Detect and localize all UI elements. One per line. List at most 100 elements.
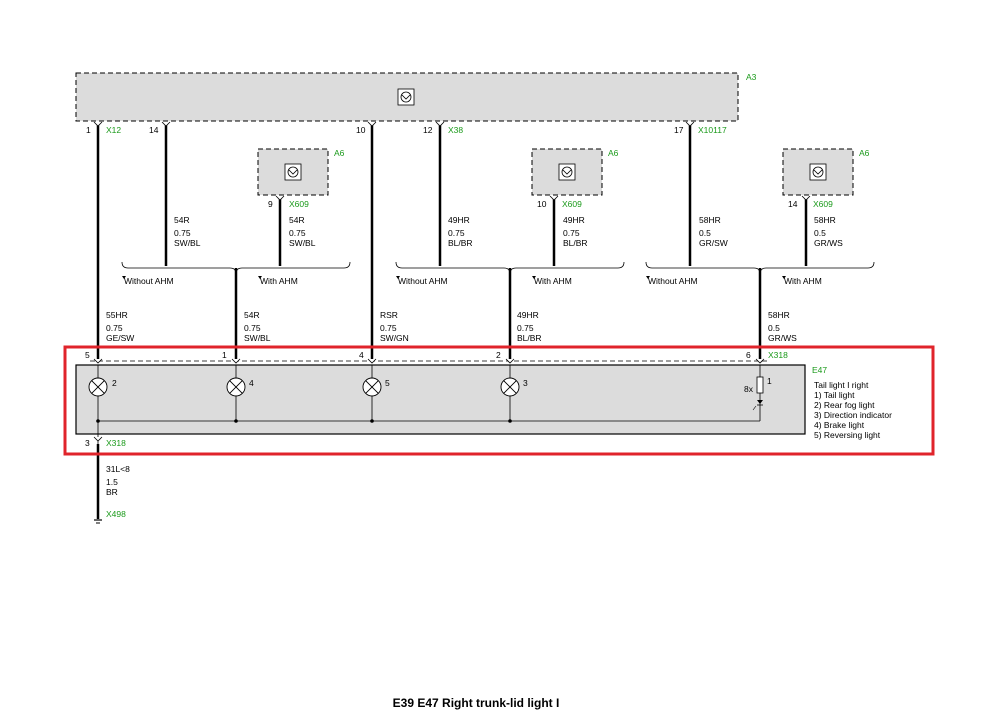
svg-text:58HR: 58HR [814, 215, 836, 225]
lamp-icon [88, 377, 108, 397]
a6-1-conn: X609 [289, 199, 309, 209]
e47-pin-4: 4 [359, 350, 364, 360]
highlight-frame [63, 345, 935, 456]
e47-pin-6: 6 [746, 350, 751, 360]
a6-label: A6 [334, 148, 345, 158]
ground-x498: X498 [106, 509, 126, 519]
a3-pin-12: 12 [423, 125, 433, 135]
module-a6-2[interactable]: A6 [531, 148, 619, 196]
module-e47[interactable]: E47 [75, 364, 827, 435]
svg-text:0.5: 0.5 [699, 228, 711, 238]
lamp-icon [362, 377, 382, 397]
e47-pin-3: 3 [85, 438, 90, 448]
led-icon [752, 376, 764, 411]
svg-text:54R: 54R [174, 215, 190, 225]
a3-pin-10: 10 [356, 125, 366, 135]
svg-text:SW/BL: SW/BL [244, 333, 271, 343]
svg-text:49HR: 49HR [517, 310, 539, 320]
svg-text:3) Direction indicator: 3) Direction indicator [814, 410, 892, 420]
a3-pin-14: 14 [149, 125, 159, 135]
svg-text:BR: BR [106, 487, 118, 497]
option-with-ahm: With AHM [534, 276, 572, 286]
a6-2-conn: X609 [562, 199, 582, 209]
option-with-ahm: With AHM [260, 276, 298, 286]
a6-3-conn: X609 [813, 199, 833, 209]
e47-label: E47 [812, 365, 827, 375]
svg-text:0.75: 0.75 [244, 323, 261, 333]
a6-label: A6 [608, 148, 619, 158]
svg-text:SW/BL: SW/BL [174, 238, 201, 248]
svg-text:GR/WS: GR/WS [768, 333, 797, 343]
lamp-number: 4 [249, 378, 254, 388]
e47-conn-x318-bottom: X318 [106, 438, 126, 448]
ground-icon [94, 519, 102, 524]
upper-wire-label-4: 49HR 0.75 BL/BR [563, 215, 588, 248]
connector-markers [93, 121, 811, 201]
svg-text:0.5: 0.5 [814, 228, 826, 238]
diagram-title: E39 E47 Right trunk-lid light I [393, 696, 560, 710]
e47-bottom-pin-marker [93, 436, 103, 442]
svg-text:0.75: 0.75 [380, 323, 397, 333]
svg-text:58HR: 58HR [768, 310, 790, 320]
svg-text:0.75: 0.75 [289, 228, 306, 238]
upper-wire-label-5: 58HR 0.5 GR/SW [699, 215, 728, 248]
svg-text:0.75: 0.75 [517, 323, 534, 333]
upper-wire-label-6: 58HR 0.5 GR/WS [814, 215, 843, 248]
svg-text:54R: 54R [289, 215, 305, 225]
svg-text:GE/SW: GE/SW [106, 333, 134, 343]
option-without-ahm: Without AHM [398, 276, 448, 286]
svg-text:RSR: RSR [380, 310, 398, 320]
a6-2-pin: 10 [537, 199, 547, 209]
option-arrows [122, 276, 786, 279]
module-a6-3[interactable]: A6 [782, 148, 870, 196]
a6-1-pin: 9 [268, 199, 273, 209]
a6-label: A6 [859, 148, 870, 158]
lower-wire-label-2: 54R 0.75 SW/BL [244, 310, 271, 343]
lamp-number: 3 [523, 378, 528, 388]
svg-text:SW/BL: SW/BL [289, 238, 316, 248]
svg-text:49HR: 49HR [563, 215, 585, 225]
svg-text:SW/GN: SW/GN [380, 333, 409, 343]
module-a3[interactable]: A3 [75, 72, 757, 122]
led-number: 1 [767, 376, 772, 386]
svg-text:0.75: 0.75 [563, 228, 580, 238]
svg-text:2) Rear fog light: 2) Rear fog light [814, 400, 875, 410]
svg-text:55HR: 55HR [106, 310, 128, 320]
a3-conn-x38: X38 [448, 125, 463, 135]
svg-text:58HR: 58HR [699, 215, 721, 225]
upper-wire-label-2: 54R 0.75 SW/BL [289, 215, 316, 248]
lamp-icon [226, 377, 246, 397]
lower-wire-label-3: RSR 0.75 SW/GN [380, 310, 409, 343]
e47-description: Tail light I right 1) Tail light 2) Rear… [814, 380, 892, 440]
upper-wire-label-1: 54R 0.75 SW/BL [174, 215, 201, 248]
lamp-number: 2 [112, 378, 117, 388]
module-icon [397, 88, 415, 106]
lamp-icon [500, 377, 520, 397]
module-icon [284, 163, 302, 181]
module-a6-1[interactable]: A6 [257, 148, 345, 196]
option-without-ahm: Without AHM [124, 276, 174, 286]
lamp-number: 5 [385, 378, 390, 388]
svg-text:0.75: 0.75 [106, 323, 123, 333]
option-brackets [121, 261, 875, 275]
module-icon [809, 163, 827, 181]
wires [96, 122, 808, 519]
junction-dots [96, 419, 512, 423]
e47-pin-markers [93, 358, 765, 364]
lower-wire-label-4: 49HR 0.75 BL/BR [517, 310, 542, 343]
a6-3-pin: 14 [788, 199, 798, 209]
option-with-ahm: With AHM [784, 276, 822, 286]
svg-text:1) Tail light: 1) Tail light [814, 390, 855, 400]
lower-wire-label-5: 58HR 0.5 GR/WS [768, 310, 797, 343]
a3-conn-x10117: X10117 [698, 125, 727, 135]
e47-conn-x318-top: X318 [768, 350, 788, 360]
svg-text:0.5: 0.5 [768, 323, 780, 333]
svg-text:54R: 54R [244, 310, 260, 320]
svg-text:5) Reversing light: 5) Reversing light [814, 430, 881, 440]
svg-text:GR/SW: GR/SW [699, 238, 728, 248]
svg-text:BL/BR: BL/BR [563, 238, 588, 248]
a3-pin-17: 17 [674, 125, 684, 135]
svg-text:1.5: 1.5 [106, 477, 118, 487]
led-count: 8x [744, 384, 754, 394]
a3-pin-1: 1 [86, 125, 91, 135]
